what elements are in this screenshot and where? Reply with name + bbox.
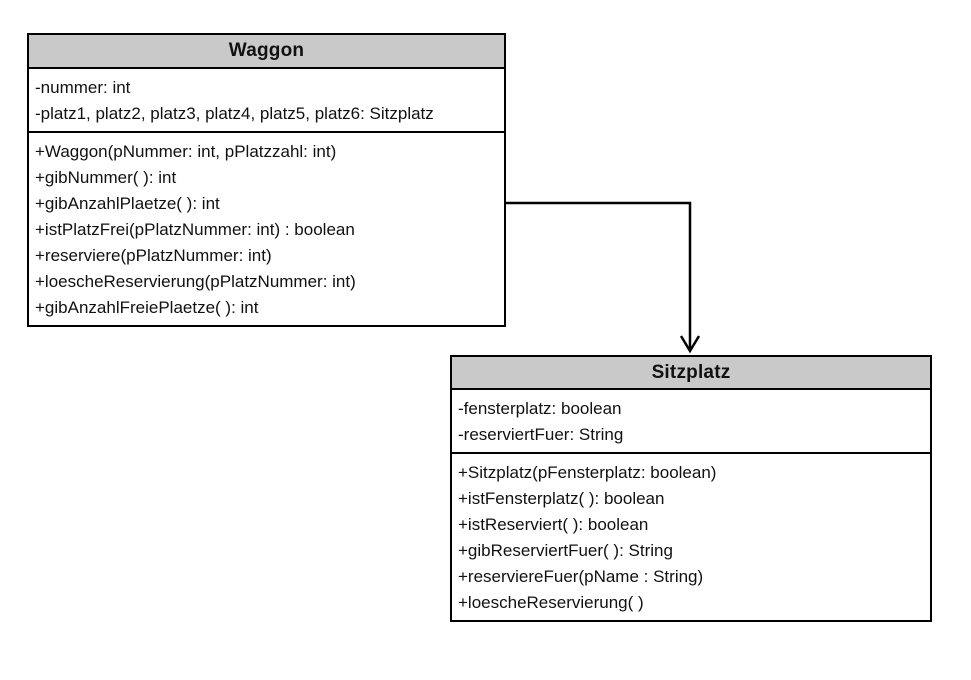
arrowhead-icon xyxy=(679,335,701,354)
waggon-methods-section: +Waggon(pNummer: int, pPlatzzahl: int) +… xyxy=(29,133,504,325)
method-row: +Waggon(pNummer: int, pPlatzzahl: int) xyxy=(35,142,337,161)
sitzplatz-methods-section: +Sitzplatz(pFensterplatz: boolean) +istF… xyxy=(452,454,930,620)
method-row: +istPlatzFrei(pPlatzNummer: int) : boole… xyxy=(35,220,355,239)
class-header-waggon: Waggon xyxy=(29,35,504,69)
class-name-sitzplatz: Sitzplatz xyxy=(651,361,731,383)
class-box-sitzplatz: Sitzplatz -fensterplatz: boolean -reserv… xyxy=(450,355,932,622)
method-row: +gibAnzahlFreiePlaetze( ): int xyxy=(35,298,259,317)
sitzplatz-attributes-section: -fensterplatz: boolean -reserviertFuer: … xyxy=(452,390,930,454)
method-row: +gibReserviertFuer( ): String xyxy=(458,541,673,560)
attribute-row: -nummer: int xyxy=(35,78,131,97)
method-row: +gibAnzahlPlaetze( ): int xyxy=(35,194,220,213)
attribute-row: -fensterplatz: boolean xyxy=(458,399,622,418)
method-row: +loescheReservierung(pPlatzNummer: int) xyxy=(35,272,356,291)
method-row: +reserviereFuer(pName : String) xyxy=(458,567,704,586)
method-row: +istReserviert( ): boolean xyxy=(458,515,649,534)
method-row: +istFensterplatz( ): boolean xyxy=(458,489,665,508)
association-line xyxy=(506,201,692,350)
waggon-attributes-section: -nummer: int -platz1, platz2, platz3, pl… xyxy=(29,69,504,133)
class-name-waggon: Waggon xyxy=(228,40,305,61)
method-row: +gibNummer( ): int xyxy=(35,168,177,187)
class-box-waggon: Waggon -nummer: int -platz1, platz2, pla… xyxy=(27,33,506,327)
method-row: +Sitzplatz(pFensterplatz: boolean) xyxy=(458,463,717,482)
method-row: +reserviere(pPlatzNummer: int) xyxy=(35,246,272,265)
attribute-row: -reserviertFuer: String xyxy=(458,425,624,444)
class-header-sitzplatz: Sitzplatz xyxy=(452,357,930,390)
attribute-row: -platz1, platz2, platz3, platz4, platz5,… xyxy=(35,104,434,123)
method-row: +loescheReservierung( ) xyxy=(458,593,644,612)
